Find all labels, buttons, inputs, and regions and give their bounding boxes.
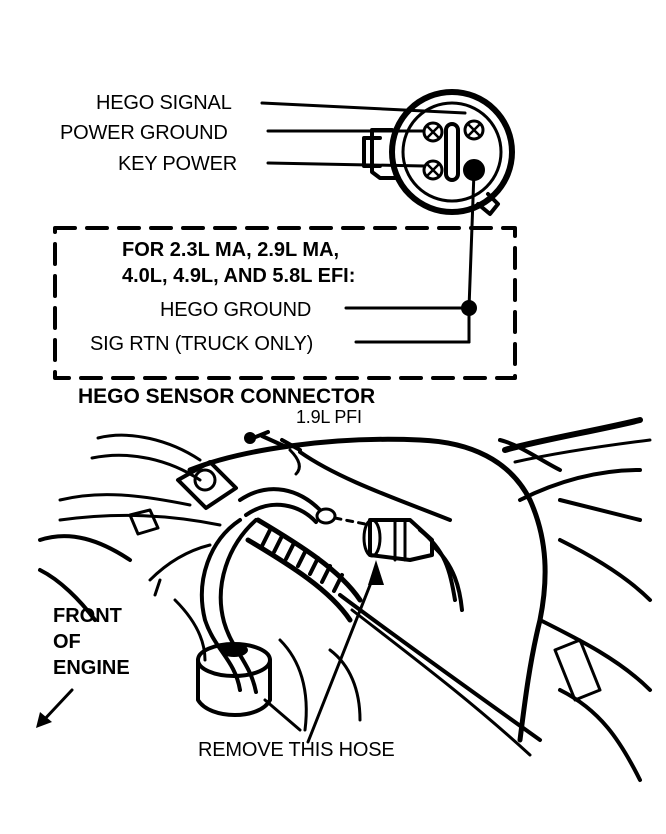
- label-sig-rtn: SIG RTN (TRUCK ONLY): [90, 333, 314, 355]
- label-key-power: KEY POWER: [118, 153, 237, 175]
- label-engine: ENGINE: [53, 657, 130, 679]
- canister: [196, 642, 272, 717]
- label-of: OF: [53, 631, 81, 653]
- hego-connector: [362, 89, 515, 216]
- label-hego-ground: HEGO GROUND: [160, 299, 312, 321]
- label-engine-variant: 1.9L PFI: [296, 407, 362, 427]
- label-front: FRONT: [53, 605, 122, 627]
- efi-heading-line1: FOR 2.3L MA, 2.9L MA,: [122, 239, 340, 261]
- pin-hego-signal: [463, 119, 485, 141]
- ground-splice-dot: [461, 300, 477, 316]
- label-hego-signal: HEGO SIGNAL: [96, 92, 232, 114]
- label-power-ground: POWER GROUND: [60, 122, 228, 144]
- efi-box-border: [53, 226, 517, 380]
- removed-hose-connector: [362, 518, 464, 612]
- pin-key-power: [422, 159, 444, 181]
- caption-hego-sensor-connector: HEGO SENSOR CONNECTOR: [78, 385, 376, 408]
- key-slot: [444, 122, 460, 182]
- engine-illustration: [36, 417, 652, 782]
- label-remove-this-hose: REMOVE THIS HOSE: [198, 739, 395, 761]
- efi-heading-line2: 4.0L, 4.9L, AND 5.8L EFI:: [122, 265, 356, 287]
